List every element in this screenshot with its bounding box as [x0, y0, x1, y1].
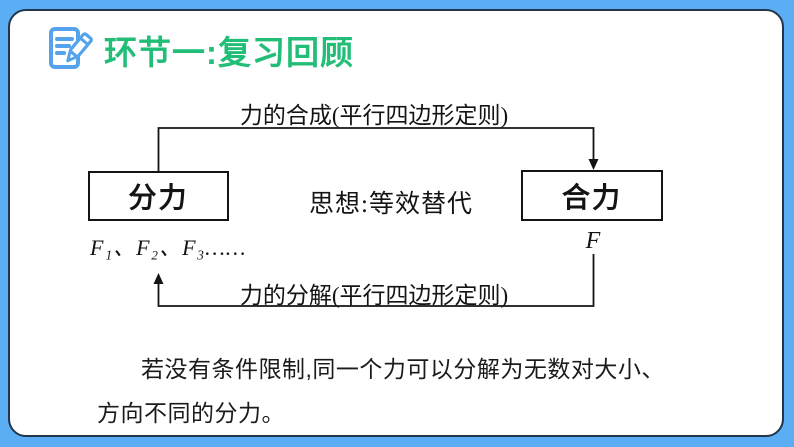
note-text-line-2: 方向不同的分力。	[97, 400, 285, 426]
notebook-pencil-icon	[49, 27, 93, 69]
resultant-force-symbol: F	[585, 228, 601, 254]
composition-label: 力的合成(平行四边形定则)	[239, 103, 509, 128]
decomposition-label: 力的分解(平行四边形定则)	[239, 283, 509, 308]
resultant-force-box: 合力	[521, 170, 663, 221]
note-text-line-1: 若没有条件限制,同一个力可以分解为无数对大小、	[141, 356, 665, 382]
resultant-force-label: 合力	[561, 182, 622, 214]
component-forces-symbols: F₁、F₂、F₃……	[90, 235, 247, 260]
equivalent-substitution-note: 思想:等效替代	[309, 191, 473, 218]
component-force-box: 分力	[88, 171, 229, 221]
slide-card	[8, 9, 784, 437]
section-title: 环节一:复习回顾	[104, 34, 354, 71]
component-force-label: 分力	[128, 183, 189, 214]
